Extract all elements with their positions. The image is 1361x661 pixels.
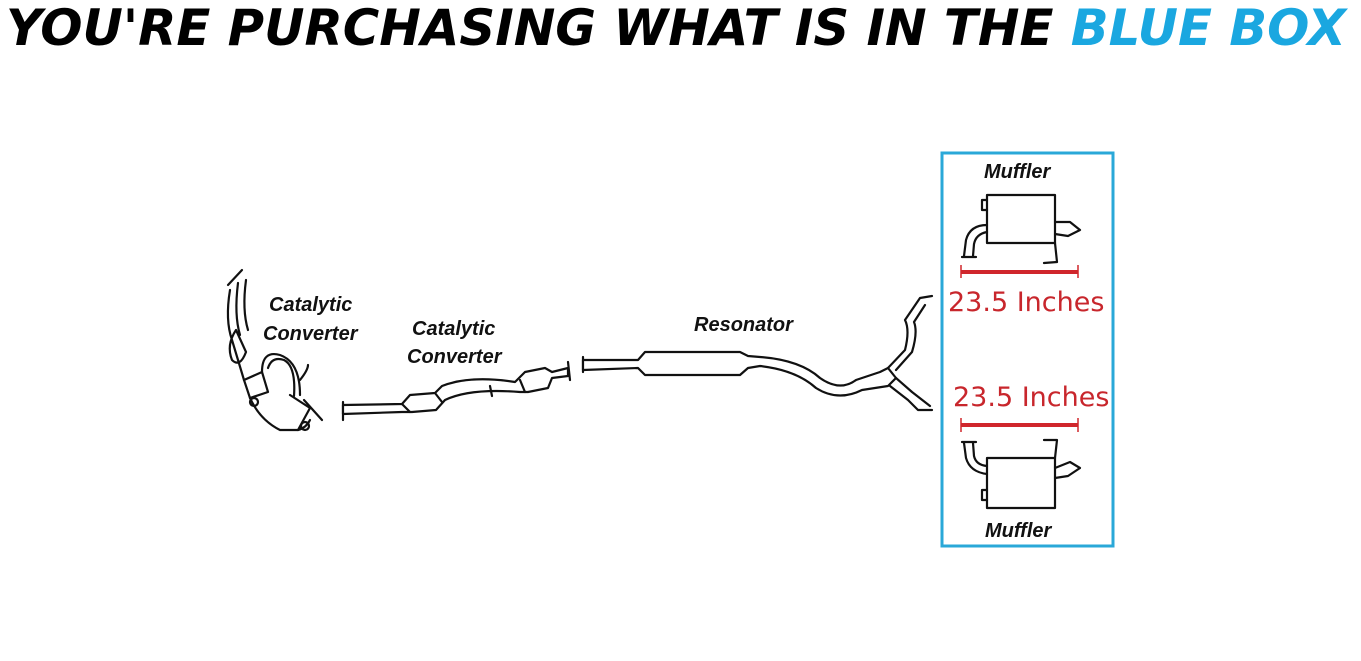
muffler-top-drawing — [960, 193, 1082, 265]
muffler-bottom-label: Muffler — [985, 520, 1053, 542]
cat-converter-2-label-line2: Converter — [407, 346, 503, 368]
resonator-label: Resonator — [694, 314, 794, 336]
cat-converter-2-label-line1: Catalytic — [412, 318, 495, 340]
measure-label-top: 23.5 Inches — [948, 287, 1104, 318]
page-title: YOU'RE PURCHASING WHAT IS IN THE BLUE BO… — [6, 0, 1348, 57]
muffler-top-label: Muffler — [984, 161, 1052, 183]
resonator-pipe-drawing — [581, 294, 934, 412]
front-catalytic-converter-drawing — [226, 268, 324, 432]
cat-converter-1-label-line1: Catalytic — [269, 294, 352, 316]
mid-pipe-catalytic-converter-drawing — [341, 360, 572, 422]
measure-label-bottom: 23.5 Inches — [953, 382, 1109, 413]
muffler-bottom-drawing — [960, 438, 1082, 510]
blue-box-highlight — [940, 151, 1115, 548]
cat-converter-1-label-line2: Converter — [263, 323, 359, 345]
